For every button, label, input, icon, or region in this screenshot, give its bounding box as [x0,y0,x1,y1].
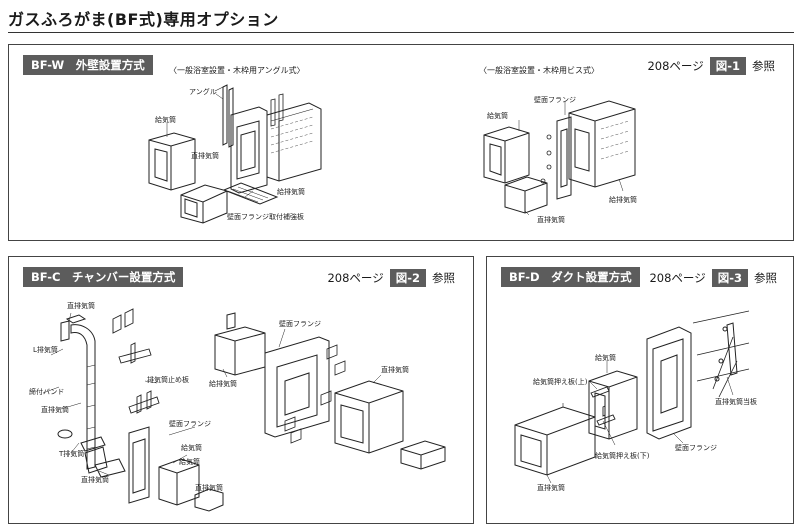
callout-flange-plate: 壁面フランジ取付補強板 [227,213,304,221]
callout-supply: 給気筒 [181,444,202,452]
callout-l-exhaust: L排気筒 [33,346,58,354]
direct-exhaust-duct [515,403,595,475]
callout-supply-exhaust: 給排気筒 [209,380,237,388]
installation-note-right: 〈一般浴室設置・木枠用ビス式〉 [479,66,599,75]
bolts [271,94,283,126]
figure-badge: 図-2 [389,269,426,287]
supply-exhaust-chamber [215,313,265,375]
callout-angle: アングル [189,88,217,96]
bf-c-diagram [9,257,475,525]
callout-supply-right: 給気筒 [487,112,508,120]
page-ref-suffix: 参照 [432,271,455,285]
callout-stopper: 排気筒止め板 [147,376,189,384]
supply-duct-d [589,371,637,439]
wall-flange-chamber [265,337,329,437]
page-ref-page: 208ページ [327,271,384,285]
callout-direct-exhaust-mid: 直排気筒 [41,406,69,414]
title-divider [8,32,794,33]
callout-direct-exhaust: 直排気筒 [537,484,565,492]
callout-direct-exhaust-right: 直排気筒 [537,216,565,224]
callout-supply-right: 給気筒 [179,458,200,466]
page-title: ガスふろがま(BF式)専用オプション [8,10,279,29]
callout-supply-exhaust-right: 給排気筒 [609,196,637,204]
panel-bf-w-page-ref: 208ページ 図-1 参照 [647,57,775,75]
callout-wall-flange-right: 壁面フランジ [534,96,576,104]
callout-band: 締付バンド [29,388,65,396]
page-ref-page: 208ページ [647,59,704,73]
exhaust-pipe-assembly [58,315,125,477]
stopper-brackets [113,309,159,413]
appliance-body-right [569,101,635,187]
figure-badge: 図-3 [711,269,748,287]
panel-bf-w-label: BF-W 外壁設置方式 [23,55,153,75]
panel-bf-c: BF-C チャンバー設置方式 208ページ 図-2 参照 [8,256,474,524]
page-ref-page: 208ページ [649,271,706,285]
panel-bf-d-page-ref: 208ページ 図-3 参照 [649,269,777,287]
wall-flange-d [647,327,691,439]
bf-w-diagram [9,45,795,242]
callout-wall-flange: 壁面フランジ [675,444,717,452]
bf-d-diagram [487,257,795,525]
figure-badge: 図-1 [709,57,746,75]
panel-bf-c-page-ref: 208ページ 図-2 参照 [327,269,455,287]
clips-chamber [285,345,345,443]
callout-wall-flange-top: 壁面フランジ [279,320,321,328]
supply-duct-center [159,459,199,505]
angle-bars [215,85,233,147]
callout-direct-exhaust-left: 直排気筒 [191,152,219,160]
wall-flange-left [129,427,149,503]
callout-press-upper: 給気筒押え板(上) [533,378,588,386]
panel-bf-d: BF-D ダクト設置方式 208ページ 図-3 参照 [486,256,794,524]
direct-exhaust-plate [693,311,749,397]
page-ref-suffix: 参照 [752,59,775,73]
wall-flange-right-part [557,117,571,199]
callout-direct-exhaust-bottom: 直排気筒 [195,484,223,492]
installation-note-left: 〈一般浴室設置・木枠用アングル式〉 [169,66,305,75]
leader-lines-d [547,361,733,483]
callout-supply-exhaust: 給排気筒 [277,188,305,196]
callout-direct-exhaust-top: 直排気筒 [67,302,95,310]
leader-lines-w [167,94,623,215]
callout-supply-left: 給気筒 [155,116,176,124]
supply-duct-right [484,127,529,183]
callout-direct-exhaust-right: 直排気筒 [381,366,409,374]
callout-t-exhaust: T排気筒 [59,450,85,458]
callout-direct-exhaust-plate: 直排気筒当板 [715,398,757,406]
supply-box-large [335,381,403,453]
leader-lines-c [43,313,381,475]
flange-mounting-plate [224,183,277,204]
direct-exhaust-box-right [401,441,445,469]
callout-supply: 給気筒 [595,354,616,362]
press-plates [591,387,615,425]
direct-exhaust-small [195,489,223,511]
callout-direct-exhaust-low: 直排気筒 [81,476,109,484]
callout-wall-flange-mid: 壁面フランジ [169,420,211,428]
supply-duct-left [149,133,195,190]
callout-press-lower: 給気筒押え板(下) [595,452,650,460]
supply-exhaust-unit [231,103,321,193]
screws-right [541,135,551,183]
direct-exhaust-right [505,177,547,213]
direct-exhaust-left [181,185,227,223]
panel-bf-d-label: BF-D ダクト設置方式 [501,267,640,287]
panel-bf-w: BF-W 外壁設置方式 208ページ 図-1 参照 〈一般浴室設置・木枠用アング… [8,44,794,241]
panel-bf-c-label: BF-C チャンバー設置方式 [23,267,184,287]
page-ref-suffix: 参照 [754,271,777,285]
